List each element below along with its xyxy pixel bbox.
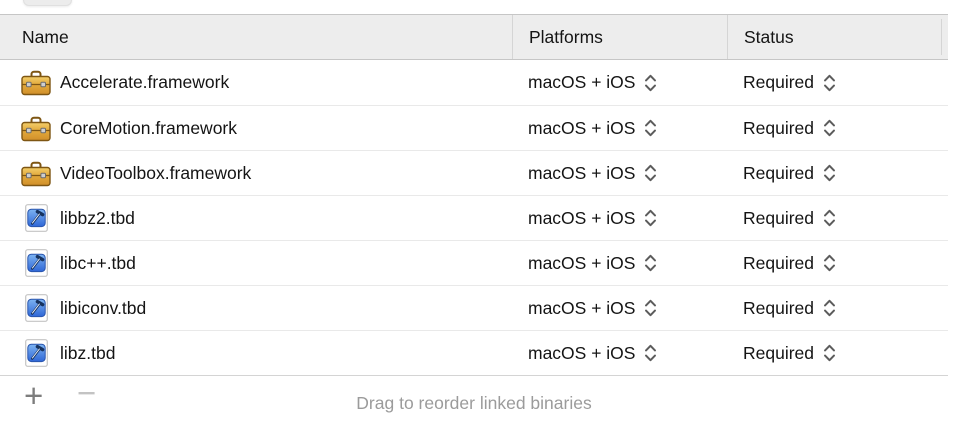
table-row[interactable]: Accelerate.framework macOS + iOS Require… xyxy=(0,60,948,105)
partial-button[interactable] xyxy=(23,0,72,6)
status-dropdown[interactable]: Required xyxy=(727,196,948,240)
platforms-value: macOS + iOS xyxy=(528,207,636,228)
tbd-file-icon xyxy=(20,249,52,277)
status-dropdown[interactable]: Required xyxy=(727,60,948,105)
name-cell: libiconv.tbd xyxy=(0,286,512,330)
status-value: Required xyxy=(743,72,815,92)
binary-name: CoreMotion.framework xyxy=(60,117,237,138)
stepper-chevrons-icon xyxy=(645,299,657,317)
table-row[interactable]: libz.tbd macOS + iOS Required xyxy=(0,330,948,375)
table-row[interactable]: libiconv.tbd macOS + iOS Required xyxy=(0,285,948,330)
status-value: Required xyxy=(743,207,815,228)
name-cell: libz.tbd xyxy=(0,331,512,375)
linked-binaries-table: Name Platforms Status Accelerate.framewo… xyxy=(0,14,948,376)
status-dropdown[interactable]: Required xyxy=(727,151,948,195)
framework-toolbox-icon xyxy=(20,114,52,142)
tbd-file-icon xyxy=(20,294,52,322)
column-header-name[interactable]: Name xyxy=(22,26,69,47)
status-dropdown[interactable]: Required xyxy=(727,331,948,375)
stepper-chevrons-icon xyxy=(645,164,657,182)
stepper-chevrons-icon xyxy=(824,254,836,272)
platforms-dropdown[interactable]: macOS + iOS xyxy=(512,60,727,105)
stepper-chevrons-icon xyxy=(645,119,657,137)
tbd-file-icon xyxy=(20,339,52,367)
stepper-chevrons-icon xyxy=(824,164,836,182)
table-row[interactable]: libbz2.tbd macOS + iOS Required xyxy=(0,195,948,240)
platforms-dropdown[interactable]: macOS + iOS xyxy=(512,106,727,150)
status-dropdown[interactable]: Required xyxy=(727,241,948,285)
status-dropdown[interactable]: Required xyxy=(727,106,948,150)
status-value: Required xyxy=(743,117,815,138)
table-header: Name Platforms Status xyxy=(0,14,948,60)
table-body: Accelerate.framework macOS + iOS Require… xyxy=(0,60,948,376)
name-cell: libc++.tbd xyxy=(0,241,512,285)
stepper-chevrons-icon xyxy=(645,344,657,362)
platforms-value: macOS + iOS xyxy=(528,297,636,318)
name-cell: CoreMotion.framework xyxy=(0,106,512,150)
binary-name: libbz2.tbd xyxy=(60,207,135,228)
binary-name: libiconv.tbd xyxy=(60,297,147,318)
remove-button[interactable]: − xyxy=(77,374,97,411)
status-value: Required xyxy=(743,162,815,183)
column-header-status[interactable]: Status xyxy=(727,15,948,59)
column-header-platforms[interactable]: Platforms xyxy=(512,15,727,59)
add-button[interactable]: + xyxy=(24,377,44,414)
platforms-dropdown[interactable]: macOS + iOS xyxy=(512,151,727,195)
table-row[interactable]: libc++.tbd macOS + iOS Required xyxy=(0,240,948,285)
platforms-value: macOS + iOS xyxy=(528,72,636,92)
stepper-chevrons-icon xyxy=(645,209,657,227)
status-value: Required xyxy=(743,342,815,363)
stepper-chevrons-icon xyxy=(824,74,836,91)
name-cell: libbz2.tbd xyxy=(0,196,512,240)
table-row[interactable]: VideoToolbox.framework macOS + iOS Requi… xyxy=(0,150,948,195)
drag-reorder-hint: Drag to reorder linked binaries xyxy=(356,392,592,413)
name-cell: VideoToolbox.framework xyxy=(0,151,512,195)
framework-toolbox-icon xyxy=(20,159,52,187)
binary-name: libc++.tbd xyxy=(60,252,136,273)
platforms-value: macOS + iOS xyxy=(528,342,636,363)
stepper-chevrons-icon xyxy=(645,254,657,272)
framework-toolbox-icon xyxy=(20,69,52,97)
stepper-chevrons-icon xyxy=(645,74,657,91)
stepper-chevrons-icon xyxy=(824,344,836,362)
platforms-dropdown[interactable]: macOS + iOS xyxy=(512,286,727,330)
platforms-dropdown[interactable]: macOS + iOS xyxy=(512,196,727,240)
name-cell: Accelerate.framework xyxy=(0,60,512,105)
status-value: Required xyxy=(743,297,815,318)
status-dropdown[interactable]: Required xyxy=(727,286,948,330)
binary-name: VideoToolbox.framework xyxy=(60,162,252,183)
platforms-dropdown[interactable]: macOS + iOS xyxy=(512,241,727,285)
binary-name: libz.tbd xyxy=(60,342,116,363)
platforms-dropdown[interactable]: macOS + iOS xyxy=(512,331,727,375)
binary-name: Accelerate.framework xyxy=(60,72,230,92)
platforms-value: macOS + iOS xyxy=(528,252,636,273)
platforms-value: macOS + iOS xyxy=(528,117,636,138)
tbd-file-icon xyxy=(20,204,52,232)
table-footer: + − Drag to reorder linked binaries xyxy=(0,375,948,434)
stepper-chevrons-icon xyxy=(824,299,836,317)
table-row[interactable]: CoreMotion.framework macOS + iOS Require… xyxy=(0,105,948,150)
status-value: Required xyxy=(743,252,815,273)
platforms-value: macOS + iOS xyxy=(528,162,636,183)
stepper-chevrons-icon xyxy=(824,209,836,227)
stepper-chevrons-icon xyxy=(824,119,836,137)
